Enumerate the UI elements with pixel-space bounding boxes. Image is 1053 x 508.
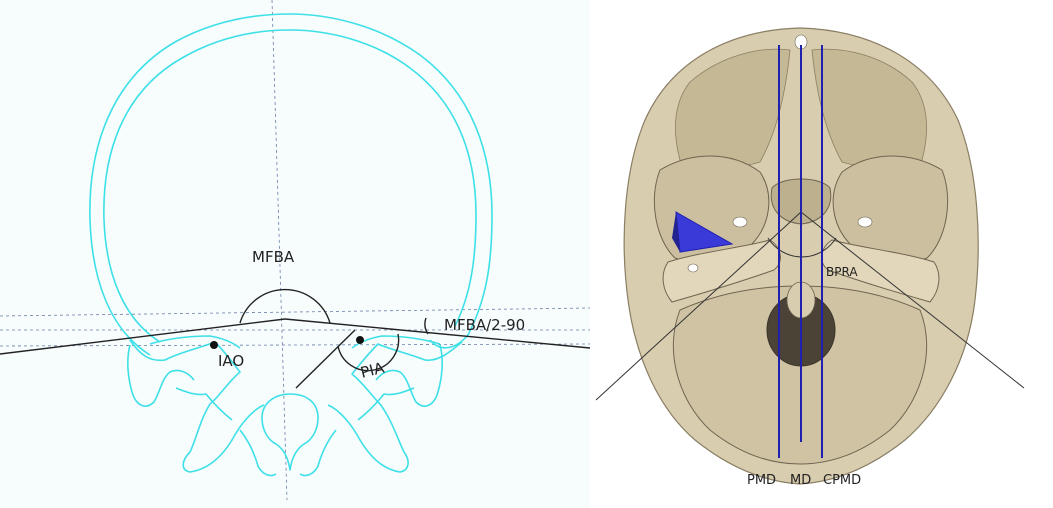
sagittal-planes xyxy=(778,45,823,458)
iao-label: IAO xyxy=(218,352,244,370)
cpmd-label: CPMD xyxy=(823,473,861,488)
anterior-fossa-right xyxy=(811,48,927,168)
md-label: MD xyxy=(790,473,811,488)
skull-base-detail-2 xyxy=(357,387,415,421)
pia-point xyxy=(356,336,364,344)
mfba-label: MFBA xyxy=(252,248,295,266)
horizontal-guide-lower xyxy=(0,343,591,347)
skull-base-detail-1 xyxy=(175,387,233,421)
skull-base-contour-right xyxy=(327,341,463,473)
skull-inner-contour xyxy=(103,29,477,343)
guide-lines xyxy=(0,0,591,501)
left-panel: MFBA MFBA/2-90 IAO PIA xyxy=(0,0,591,508)
foramen-ovale-right xyxy=(857,216,873,228)
mfba-line-left xyxy=(0,318,286,355)
pmd-label: PMD xyxy=(747,473,776,488)
pia-label: PIA xyxy=(359,358,387,381)
left-panel-background xyxy=(0,0,590,508)
midline-dashed xyxy=(271,0,288,501)
mfba-half-arc xyxy=(424,317,429,335)
orientation-marker xyxy=(672,211,734,253)
petrous-ridge-left xyxy=(662,239,781,303)
bpra-label: BPRA xyxy=(826,265,858,279)
bpra-line-left xyxy=(595,211,802,401)
horizontal-guide-tilted xyxy=(0,307,591,317)
petrous-outline-left xyxy=(149,335,241,349)
angle-lines xyxy=(0,288,591,389)
skull-base-detail-4 xyxy=(299,429,337,477)
orientation-marker-side xyxy=(672,212,680,252)
foramen-magnum-contour xyxy=(261,393,319,471)
right-panel: BPRA PMD MD CPMD xyxy=(592,0,1053,508)
skull-outer-contour xyxy=(89,13,493,356)
foramen-small-left xyxy=(687,263,699,273)
skull-base-detail-3 xyxy=(239,429,277,477)
mfba-line-right xyxy=(284,318,591,349)
skull-mastoid-right xyxy=(375,344,443,407)
pia-line xyxy=(295,329,356,389)
foramen-ovale-left xyxy=(732,216,748,228)
mfba-arc xyxy=(239,288,331,324)
skull-mastoid-left xyxy=(127,344,195,407)
iao-point xyxy=(210,341,218,349)
anterior-fossa-left xyxy=(675,48,791,168)
mfba-half-label: MFBA/2-90 xyxy=(444,316,525,334)
pia-arc xyxy=(337,333,400,372)
petrous-ridge-right xyxy=(821,239,940,303)
bpra-line-right xyxy=(800,211,1025,389)
skull-base-contour-left xyxy=(129,339,265,473)
skull-outline xyxy=(89,13,493,477)
